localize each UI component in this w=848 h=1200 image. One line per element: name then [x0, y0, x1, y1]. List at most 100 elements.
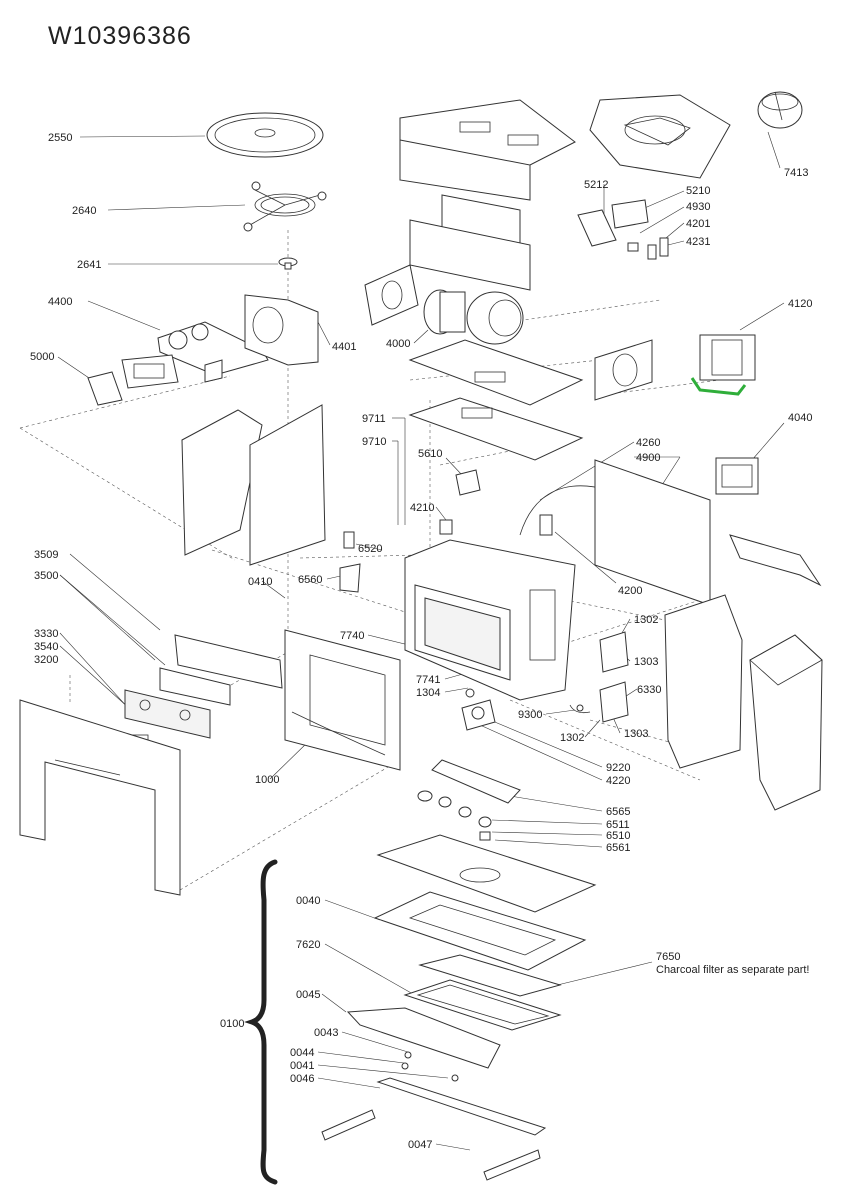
- label-3330: 3330: [34, 628, 58, 640]
- label-7620: 7620: [296, 939, 320, 951]
- top-wrapper: [399, 99, 576, 201]
- turntable-motor: [461, 688, 496, 731]
- blower-motor: [423, 289, 524, 345]
- label-6520: 6520: [358, 543, 382, 555]
- filter-tray: [403, 979, 562, 1031]
- label-7413: 7413: [784, 167, 808, 179]
- screws: [401, 1051, 459, 1082]
- label-6560: 6560: [298, 574, 322, 586]
- label-9220: 9220: [606, 762, 630, 774]
- label-4900: 4900: [636, 452, 660, 464]
- fuses: [627, 237, 669, 260]
- label-1303-lower: 1303: [624, 728, 648, 740]
- label-6510: 6510: [606, 830, 630, 842]
- lamp-cover: [339, 563, 361, 593]
- thermistor: [569, 704, 591, 714]
- label-0047: 0047: [408, 1139, 432, 1151]
- label-5210: 5210: [686, 185, 710, 197]
- label-7650: 7650: [656, 951, 680, 963]
- lamp-socket: [343, 531, 355, 549]
- upper-rear-panel: [409, 194, 531, 291]
- turntable-coupler: [278, 257, 298, 270]
- electronic-board: [577, 199, 649, 247]
- label-4201: 4201: [686, 218, 710, 230]
- label-0043: 0043: [314, 1027, 338, 1039]
- label-2640: 2640: [72, 205, 96, 217]
- label-2641: 2641: [77, 259, 101, 271]
- label-1000: 1000: [255, 774, 279, 786]
- label-4210: 4210: [410, 502, 434, 514]
- label-9711: 9711: [362, 413, 386, 425]
- label-7740: 7740: [340, 630, 364, 642]
- label-0100: 0100: [220, 1018, 244, 1030]
- damper-side-panel: [594, 339, 653, 401]
- label-6511: 6511: [606, 819, 630, 831]
- label-1302-lower: 1302: [560, 732, 584, 744]
- label-0041: 0041: [290, 1060, 314, 1072]
- label-1304: 1304: [416, 687, 440, 699]
- grease-filter-frame: [373, 891, 587, 971]
- side-panel-4401: [244, 294, 319, 366]
- label-1303-upper: 1303: [634, 656, 658, 668]
- roller-support: [243, 181, 327, 232]
- label-4220: 4220: [606, 775, 630, 787]
- label-9710: 9710: [362, 436, 386, 448]
- label-3509: 3509: [34, 549, 58, 561]
- page-title: W10396386: [48, 22, 192, 50]
- transformer: [690, 334, 756, 396]
- label-4400: 4400: [48, 296, 72, 308]
- label-4930: 4930: [686, 201, 710, 213]
- rail-0046: [321, 1109, 376, 1141]
- door-assembly: [284, 629, 401, 771]
- turntable-plate: [206, 112, 324, 158]
- label-6565: 6565: [606, 806, 630, 818]
- exhaust-adapter: [589, 94, 731, 179]
- label-3200: 3200: [34, 654, 58, 666]
- label-1302-upper: 1302: [634, 614, 658, 626]
- label-7741: 7741: [416, 674, 440, 686]
- cavity-top-plate: [408, 397, 584, 461]
- label-0045: 0045: [296, 989, 320, 1001]
- label-4200: 4200: [618, 585, 642, 597]
- label-4000: 4000: [386, 338, 410, 350]
- left-inner-panel: [249, 404, 326, 566]
- door-interlock-lower: [599, 681, 629, 723]
- humidity-sensor: [455, 469, 481, 496]
- label-4401: 4401: [332, 341, 356, 353]
- rail-0041: [376, 1077, 547, 1136]
- label-4231: 4231: [686, 236, 710, 248]
- back-panel: [594, 459, 711, 606]
- label-0044: 0044: [290, 1047, 314, 1059]
- label-5000: 5000: [30, 351, 54, 363]
- label-3500: 3500: [34, 570, 58, 582]
- vent-grille: [729, 534, 822, 587]
- control-board: [87, 354, 179, 406]
- blower-plate: [408, 339, 584, 406]
- label-4120: 4120: [788, 298, 812, 310]
- right-outer-cover: [749, 634, 823, 811]
- control-bracket: [159, 634, 283, 706]
- lamp-cover-tube: [431, 759, 521, 804]
- part-labels: 2550 2640 2641 4400 4401 5000 5212 5210 …: [30, 132, 812, 1151]
- right-side-panel: [664, 594, 743, 769]
- thermal-switch: [439, 519, 453, 535]
- bottom-cover: [346, 1007, 501, 1069]
- label-0046: 0046: [290, 1073, 314, 1085]
- oven-cavity: [404, 539, 576, 701]
- capacitor: [715, 457, 759, 495]
- motor-bracket: [157, 321, 269, 383]
- label-5610: 5610: [418, 448, 442, 460]
- label-7650-note: Charcoal filter as separate part!: [656, 964, 809, 976]
- door-interlock-upper: [599, 631, 629, 673]
- label-3540: 3540: [34, 641, 58, 653]
- label-4260: 4260: [636, 437, 660, 449]
- label-6561: 6561: [606, 842, 630, 854]
- bottom-plate: [376, 834, 597, 913]
- vent-damper-panel: [364, 264, 419, 326]
- group-brace-0100: [244, 859, 278, 1185]
- lamp-bulbs: [417, 790, 492, 841]
- front-frame: [19, 699, 181, 896]
- label-6330: 6330: [637, 684, 661, 696]
- charcoal-filter: [418, 954, 562, 997]
